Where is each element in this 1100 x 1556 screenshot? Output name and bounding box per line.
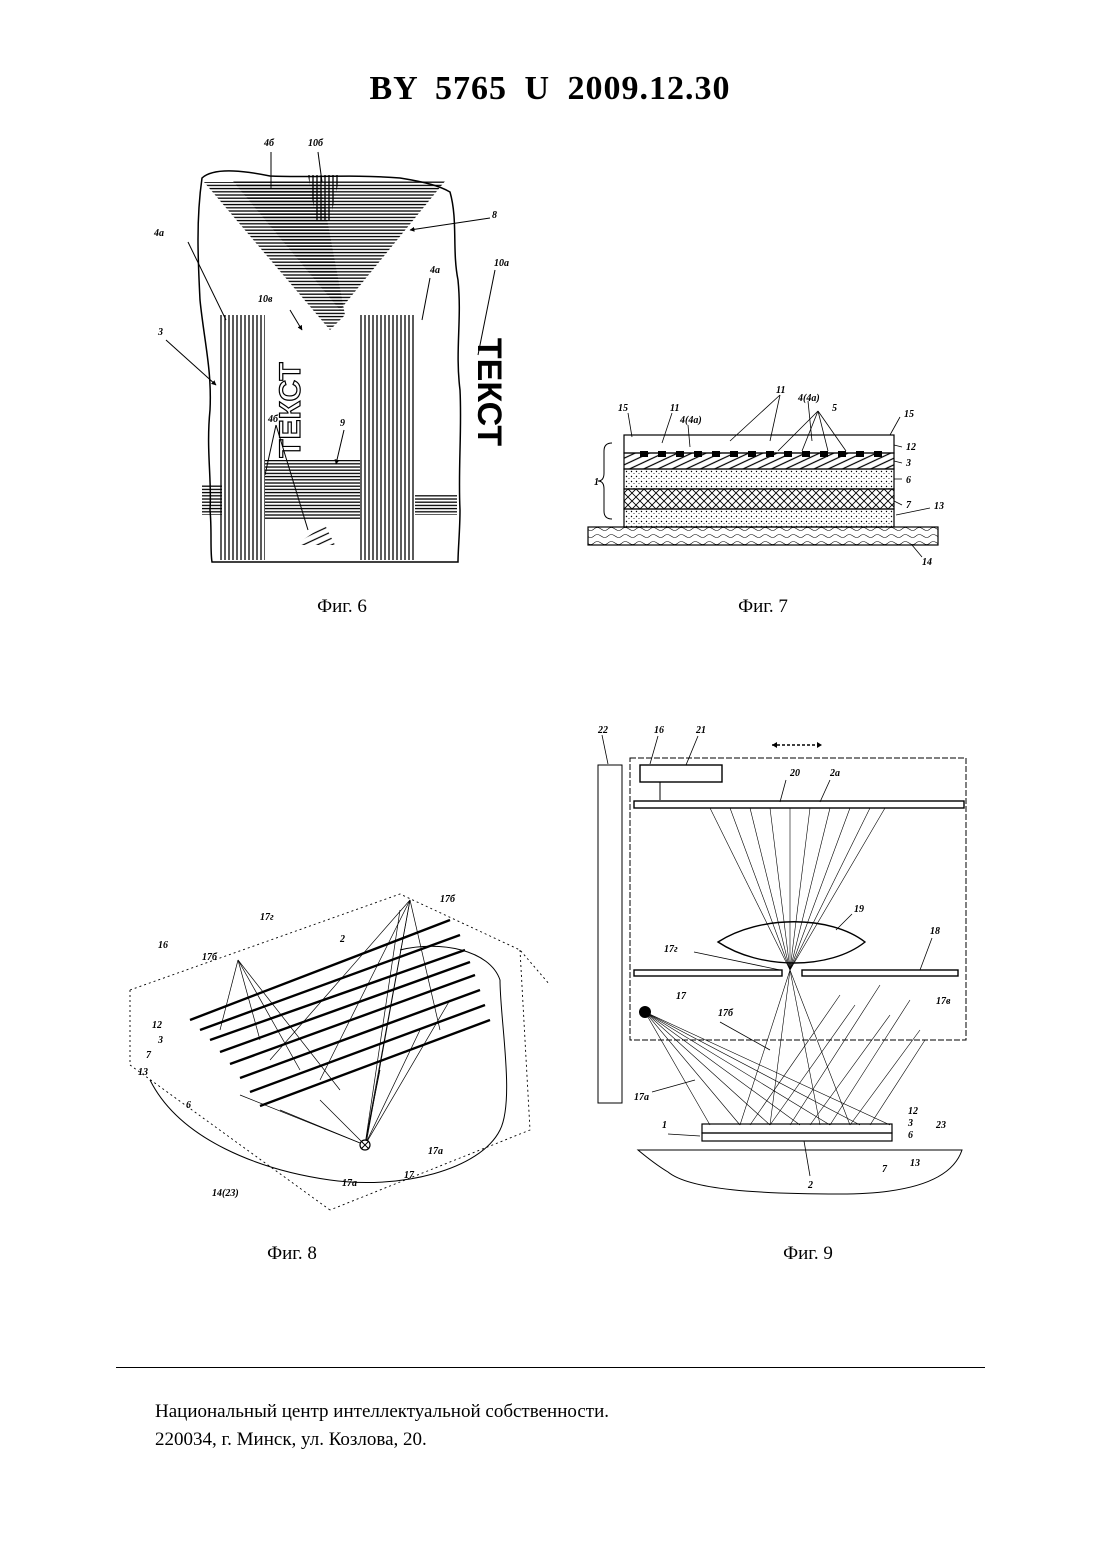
label-4b-top: 4б: [263, 138, 275, 149]
svg-text:ТЕКСТ: ТЕКСТ: [274, 362, 307, 458]
label-22: 22: [597, 725, 608, 736]
small-tekst-text: ТЕКСТ: [274, 362, 307, 458]
label-4-4a-b: 4(4а): [797, 393, 820, 404]
footer-line-2: 220034, г. Минск, ул. Козлова, 20.: [155, 1426, 609, 1454]
label-10v: 10в: [258, 294, 273, 305]
label-12: 12: [906, 442, 916, 453]
label-17: 17: [676, 991, 687, 1002]
label-16: 16: [654, 725, 664, 736]
figure-6-caption: Фиг. 6: [262, 596, 422, 618]
document-header: BY 5765 U 2009.12.30: [0, 70, 1100, 108]
label-12: 12: [152, 1020, 162, 1031]
label-17v: 17в: [936, 996, 951, 1007]
label-6: 6: [906, 475, 911, 486]
label-4b-mid: 4б: [267, 414, 279, 425]
label-3: 3: [907, 1118, 913, 1129]
label-16: 16: [158, 940, 168, 951]
figure-8-caption: Фиг. 8: [212, 1243, 372, 1265]
figure-6-drawing: ТЕКСТ ТЕКСТ 4б 10б 8 4а 10а 10в 4а 3 4б …: [140, 130, 520, 590]
svg-text:ТЕКСТ: ТЕКСТ: [470, 338, 508, 446]
label-3: 3: [905, 458, 911, 469]
label-2: 2: [807, 1180, 813, 1191]
figure-9-drawing: 22 16 21 20 2а 19 17г 18 17 17б 17в 17а …: [590, 720, 970, 1210]
label-15-right: 15: [904, 409, 914, 420]
label-17g: 17г: [260, 912, 274, 923]
label-2a: 2а: [829, 768, 840, 779]
label-4a-right: 4а: [429, 265, 440, 276]
label-14: 14: [922, 557, 932, 568]
label-12: 12: [908, 1106, 918, 1117]
label-3: 3: [157, 327, 163, 338]
label-17: 17: [404, 1170, 415, 1181]
figure-8-drawing: 17г 17б 16 17б 2 12 3 7 13 6 17а 17а 17 …: [120, 880, 550, 1220]
label-21: 21: [695, 725, 706, 736]
label-6: 6: [186, 1100, 191, 1111]
label-4-4a-a: 4(4а): [679, 415, 702, 426]
footer-line-1: Национальный центр интеллектуальной собс…: [155, 1398, 609, 1426]
label-6: 6: [908, 1130, 913, 1141]
label-2: 2: [339, 934, 345, 945]
label-18: 18: [930, 926, 940, 937]
label-20: 20: [789, 768, 800, 779]
label-13: 13: [138, 1067, 148, 1078]
label-17b-right: 17б: [440, 894, 456, 905]
figure-7-drawing: 15 11 4(4а) 11 4(4а) 5 15 12 3 6 7 13 14…: [580, 385, 960, 585]
label-11-a: 11: [670, 403, 679, 414]
label-5: 5: [832, 403, 837, 414]
figure-9-caption: Фиг. 9: [728, 1243, 888, 1265]
label-7: 7: [882, 1164, 888, 1175]
label-23: 23: [935, 1120, 946, 1131]
label-19: 19: [854, 904, 864, 915]
label-17b-left: 17б: [202, 952, 218, 963]
label-17a-right: 17а: [428, 1146, 443, 1157]
label-9: 9: [340, 418, 345, 429]
label-15-left: 15: [618, 403, 628, 414]
label-17a-bottom: 17а: [342, 1178, 357, 1189]
label-11-b: 11: [776, 385, 785, 396]
label-10a: 10а: [494, 258, 509, 269]
label-1: 1: [594, 477, 599, 488]
label-8: 8: [492, 210, 497, 221]
label-7: 7: [906, 500, 912, 511]
label-1: 1: [662, 1120, 667, 1131]
label-7: 7: [146, 1050, 152, 1061]
label-17g: 17г: [664, 944, 678, 955]
footer-divider: [116, 1367, 985, 1368]
figure-7-caption: Фиг. 7: [683, 596, 843, 618]
footer-address: Национальный центр интеллектуальной собс…: [155, 1398, 609, 1454]
label-3: 3: [157, 1035, 163, 1046]
large-tekst-text: ТЕКСТ: [470, 338, 508, 446]
label-13: 13: [910, 1158, 920, 1169]
label-17a: 17а: [634, 1092, 649, 1103]
label-14-23: 14(23): [212, 1188, 239, 1199]
label-17b: 17б: [718, 1008, 734, 1019]
label-13: 13: [934, 501, 944, 512]
label-10b: 10б: [308, 138, 324, 149]
label-4a-left: 4а: [153, 228, 164, 239]
